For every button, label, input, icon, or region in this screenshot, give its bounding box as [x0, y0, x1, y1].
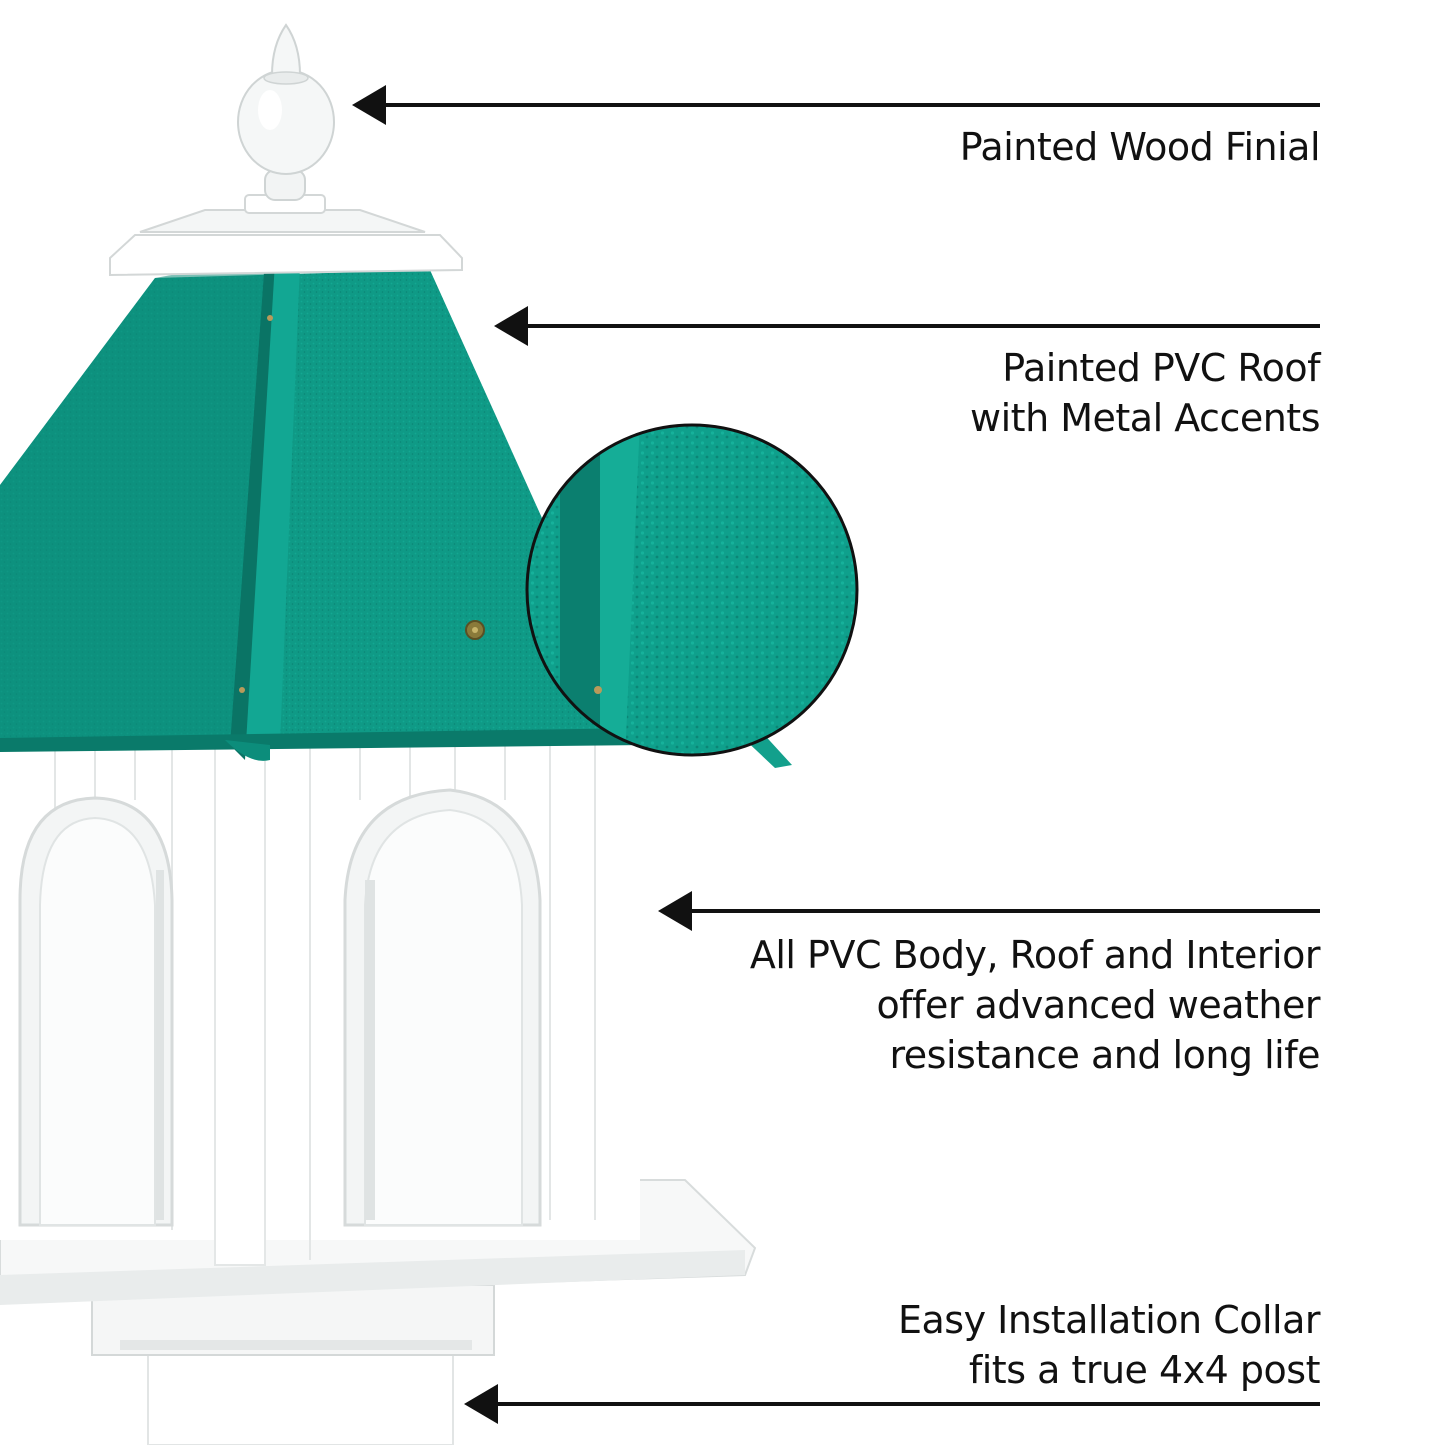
post	[91, 1284, 495, 1445]
callout-line: Painted Wood Finial	[959, 125, 1321, 169]
feeder-roof	[0, 258, 792, 768]
callout-line: Painted PVC Roof	[1002, 346, 1320, 390]
collar-pointer-arrow	[464, 1384, 1320, 1424]
arrow-left-icon	[464, 1384, 498, 1424]
finial-callout-text: Painted Wood Finial	[959, 122, 1321, 172]
arrow-left-icon	[658, 891, 692, 931]
collar-callout-text: Easy Installation Collar fits a true 4x4…	[897, 1295, 1321, 1395]
roof-cap	[109, 194, 463, 277]
callout-line: Easy Installation Collar	[897, 1298, 1321, 1342]
wood-finial	[237, 23, 335, 201]
callout-line: with Metal Accents	[970, 396, 1320, 440]
arrow-left-icon	[352, 85, 386, 125]
roof-callout-text: Painted PVC Roof with Metal Accents	[970, 343, 1320, 443]
body-callout-text: All PVC Body, Roof and Interior offer ad…	[749, 930, 1321, 1080]
roof-pointer-arrow	[494, 306, 1320, 346]
arrow-left-icon	[494, 306, 528, 346]
callout-line: fits a true 4x4 post	[968, 1348, 1321, 1392]
body-pointer-arrow	[658, 891, 1320, 931]
finial-pointer-arrow	[352, 85, 1320, 125]
callout-line: resistance and long life	[889, 1033, 1321, 1077]
feeder-body	[0, 740, 640, 1266]
roof-texture-zoom-inset	[525, 423, 859, 757]
callout-line: offer advanced weather	[876, 983, 1320, 1027]
callout-line: All PVC Body, Roof and Interior	[749, 933, 1321, 977]
